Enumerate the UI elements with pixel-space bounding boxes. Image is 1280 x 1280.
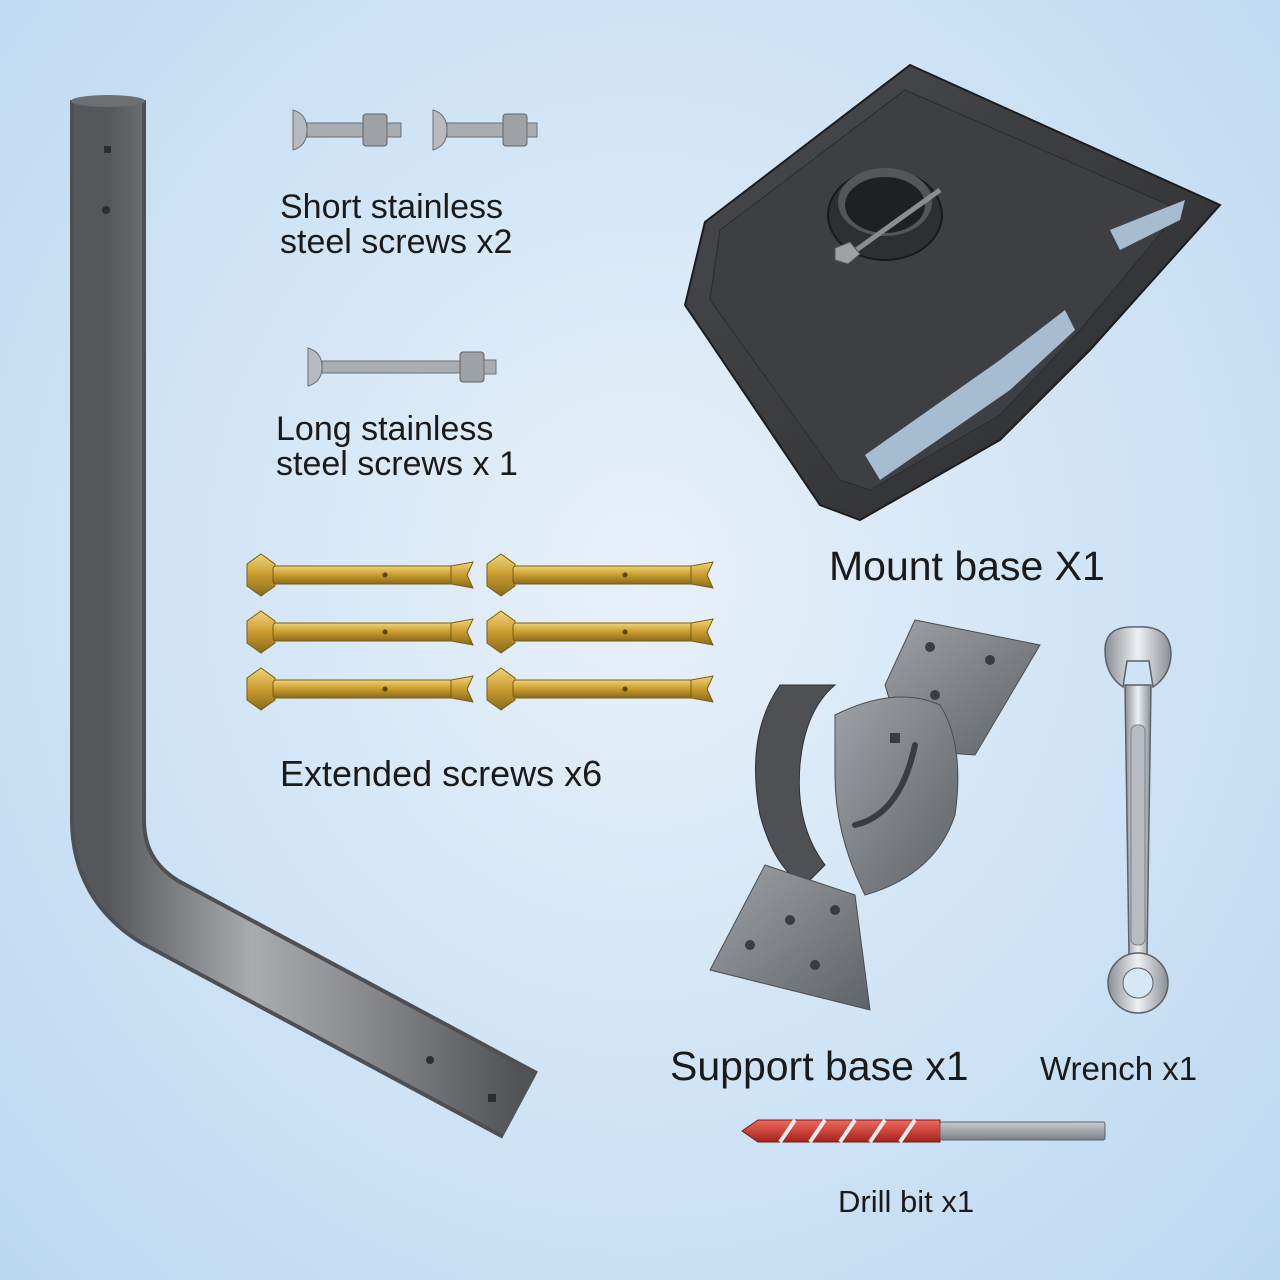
long-screws-label-line1: Long stainless: [276, 410, 494, 448]
long-screw-image: [307, 347, 497, 387]
short-screws-image: [292, 109, 538, 151]
long-screws-label: Long stainless steel screws x 1: [276, 412, 518, 482]
extended-screws-label: Extended screws x6: [280, 753, 603, 794]
long-screws-label-line2: steel screws x 1: [276, 445, 518, 483]
wrench-label: Wrench x1: [1040, 1050, 1198, 1087]
anchor-screw-4: [486, 610, 714, 654]
extended-screws-image: [246, 553, 714, 711]
mount-base-label: Mount base X1: [829, 543, 1105, 589]
anchor-screw-5: [246, 667, 474, 711]
short-screws-label-line1: Short stainless: [280, 188, 503, 226]
anchor-screw-2: [486, 553, 714, 597]
support-base-label: Support base x1: [670, 1043, 969, 1089]
anchor-screw-1: [246, 553, 474, 597]
short-screw-1: [292, 109, 402, 151]
short-screws-label: Short stainless steel screws x2: [280, 190, 512, 260]
short-screw-2: [432, 109, 538, 151]
wrench-image: [1104, 626, 1172, 1014]
anchor-screw-6: [486, 667, 714, 711]
mount-base-image: [683, 63, 1222, 522]
support-base-image: [709, 619, 1041, 1011]
drill-bit-image: [741, 1118, 1106, 1144]
anchor-screw-3: [246, 610, 474, 654]
drill-bit-label: Drill bit x1: [838, 1184, 975, 1219]
short-screws-label-line2: steel screws x2: [280, 223, 513, 261]
